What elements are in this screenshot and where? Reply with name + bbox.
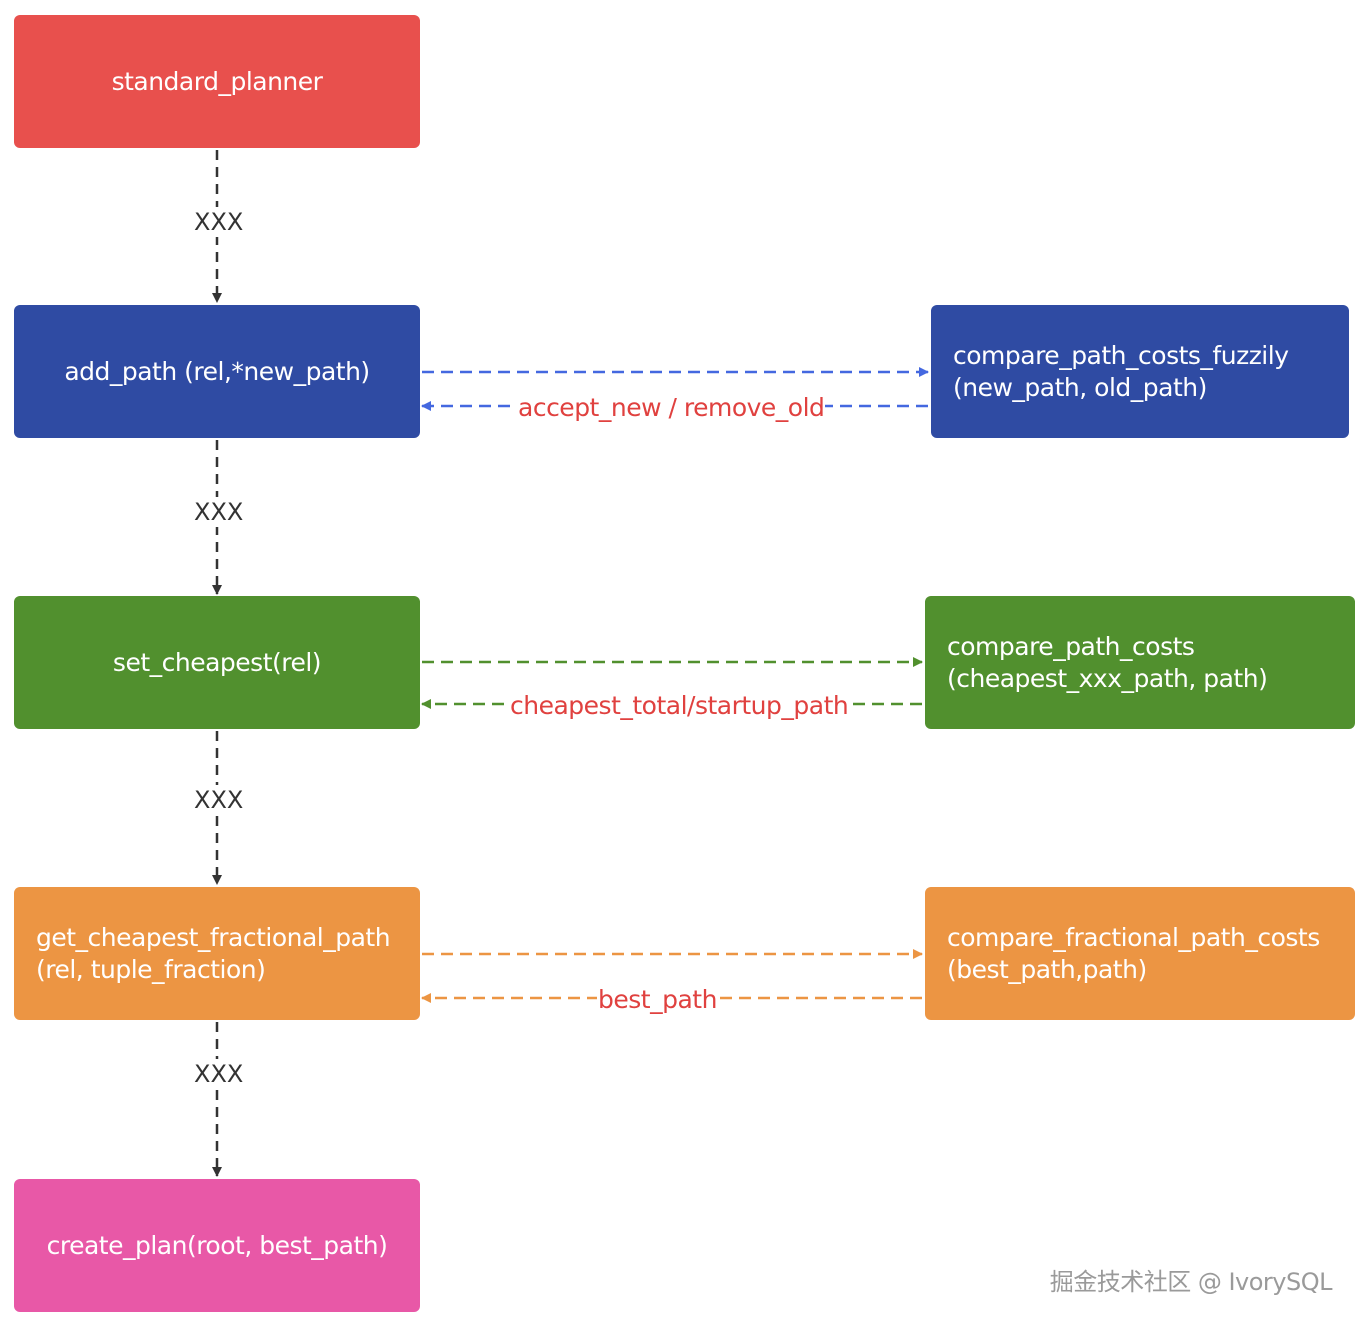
node-compare-fractional-line1: compare_fractional_path_costs [947, 922, 1320, 952]
return-label-cheapest-path: cheapest_total/startup_path [509, 691, 850, 721]
node-fuzzily-line2: (new_path, old_path) [953, 372, 1207, 402]
node-fuzzily-line1: compare_path_costs_fuzzily [953, 340, 1289, 370]
node-get-cheapest-line1: get_cheapest_fractional_path [36, 922, 391, 952]
node-add-path: add_path (rel,*new_path) [14, 305, 420, 438]
edge-label-2: XXX [192, 497, 246, 527]
node-compare-costs-line2: (cheapest_xxx_path, path) [947, 663, 1268, 693]
node-get-cheapest-fractional-path: get_cheapest_fractional_path (rel, tuple… [14, 887, 420, 1020]
node-set-cheapest: set_cheapest(rel) [14, 596, 420, 729]
node-create-plan-label: create_plan(root, best_path) [46, 1230, 388, 1260]
return-label-accept-remove: accept_new / remove_old [517, 393, 826, 423]
return-label-best-path: best_path [597, 985, 718, 1015]
edge-label-4: XXX [192, 1059, 246, 1089]
node-compare-costs-line1: compare_path_costs [947, 631, 1195, 661]
node-create-plan: create_plan(root, best_path) [14, 1179, 420, 1312]
node-standard-planner: standard_planner [14, 15, 420, 148]
edge-label-3: XXX [192, 785, 246, 815]
node-compare-fractional-line2: (best_path,path) [947, 954, 1147, 984]
node-compare-path-costs: compare_path_costs (cheapest_xxx_path, p… [925, 596, 1355, 729]
watermark: 掘金技术社区 @ IvorySQL [1049, 1268, 1333, 1296]
node-get-cheapest-line2: (rel, tuple_fraction) [36, 954, 266, 984]
node-standard-planner-label: standard_planner [111, 66, 323, 96]
node-compare-path-costs-fuzzily: compare_path_costs_fuzzily (new_path, ol… [931, 305, 1349, 438]
node-set-cheapest-label: set_cheapest(rel) [112, 647, 322, 677]
node-add-path-label: add_path (rel,*new_path) [64, 356, 370, 386]
edge-label-1: XXX [192, 207, 246, 237]
node-compare-fractional-path-costs: compare_fractional_path_costs (best_path… [925, 887, 1355, 1020]
